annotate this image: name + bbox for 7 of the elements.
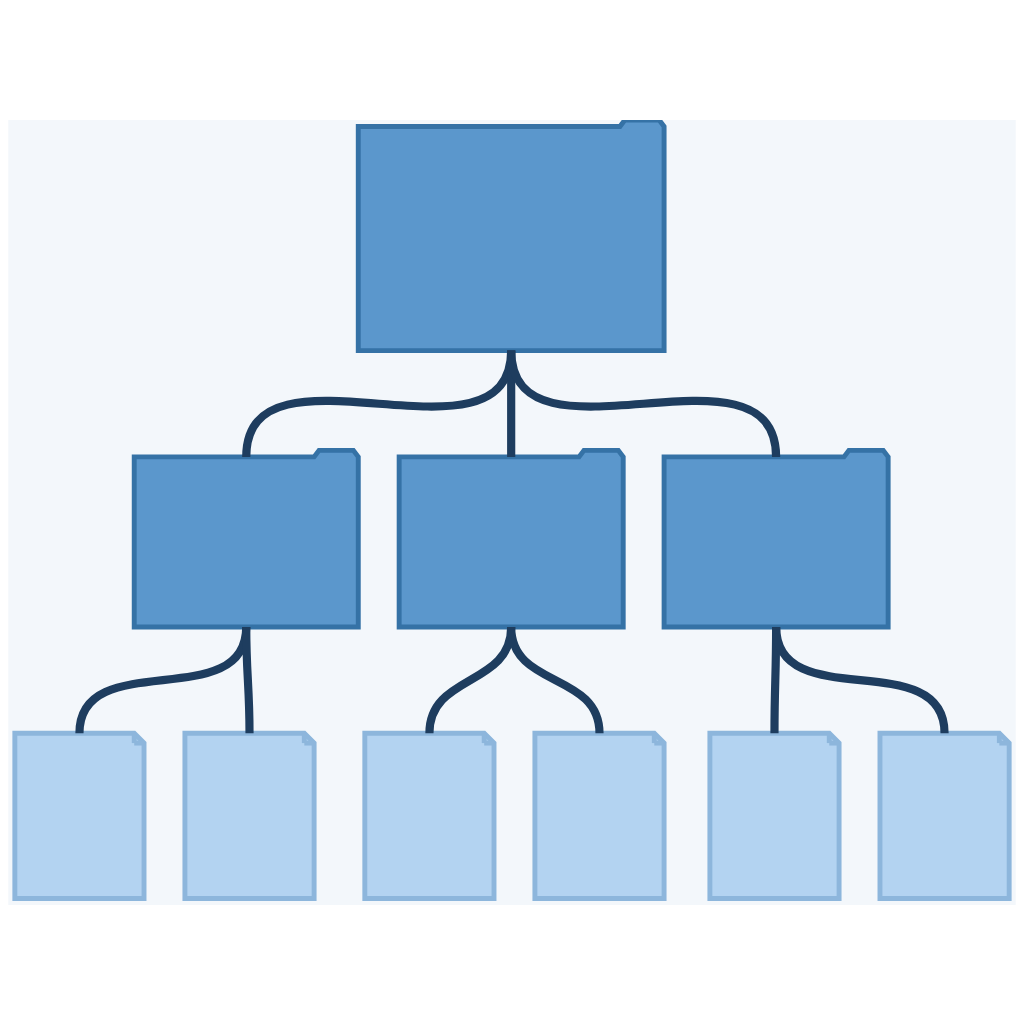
node-folder (355, 119, 667, 353)
node-folder (131, 447, 361, 629)
node-folder (396, 447, 626, 629)
connector (772, 625, 949, 734)
node-folder (661, 447, 891, 629)
connector (242, 626, 254, 733)
connector (507, 349, 781, 458)
